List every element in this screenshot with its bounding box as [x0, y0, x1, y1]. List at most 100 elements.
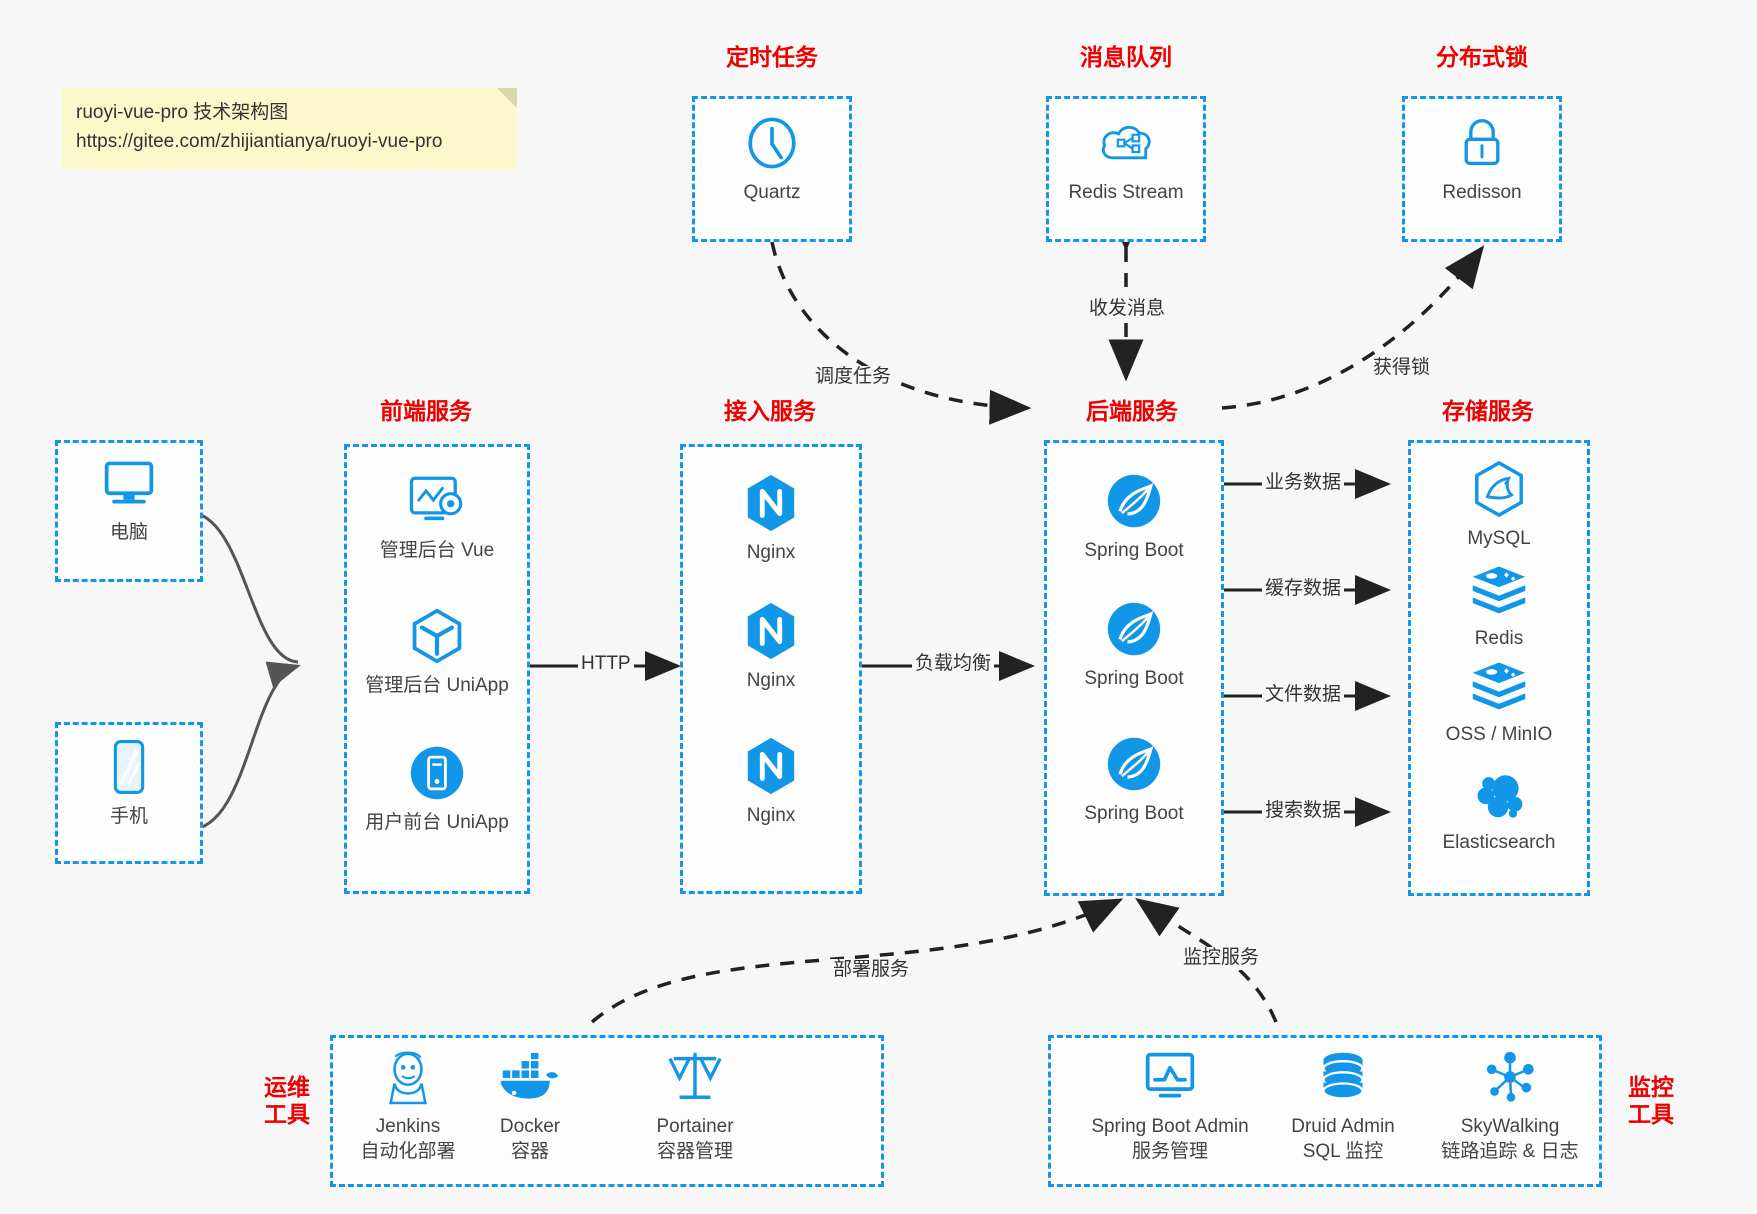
- edge-label-file-data: 文件数据: [1262, 684, 1345, 707]
- node-label: Spring Boot Admin: [1091, 1116, 1249, 1137]
- node-label: Nginx: [746, 805, 796, 826]
- smartphone-icon: [49, 736, 209, 798]
- node-redisson[interactable]: Redisson: [1402, 112, 1562, 205]
- node-spring-boot-3[interactable]: Spring Boot: [1054, 733, 1214, 826]
- node-label: 手机: [109, 806, 148, 827]
- node-label: Spring Boot: [1084, 668, 1184, 689]
- node-label: Druid Admin: [1291, 1116, 1395, 1137]
- cloud-stream-icon: [1046, 112, 1206, 174]
- note-url: https://gitee.com/zhijiantianya/ruoyi-vu…: [76, 131, 443, 153]
- nginx-icon: [691, 735, 851, 797]
- node-admin-vue[interactable]: 管理后台 Vue: [357, 470, 517, 563]
- group-box-mq: [1046, 96, 1206, 242]
- mobile-app-icon: [357, 742, 517, 804]
- node-label: Nginx: [746, 670, 796, 691]
- node-phone[interactable]: 手机: [49, 736, 209, 829]
- node-sublabel: 自动化部署: [360, 1141, 456, 1163]
- node-label: 用户前台 UniApp: [365, 812, 509, 833]
- node-jenkins[interactable]: Jenkins 自动化部署: [328, 1046, 488, 1164]
- node-sublabel: 容器: [510, 1141, 549, 1163]
- group-title-storage: 存储服务: [1442, 398, 1534, 424]
- group-title-monitor-line1: 监控: [1628, 1074, 1674, 1100]
- node-label: Docker: [499, 1116, 561, 1137]
- diagram-note: ruoyi-vue-pro 技术架构图 https://gitee.com/zh…: [62, 88, 517, 169]
- node-druid-admin[interactable]: Druid Admin SQL 监控: [1263, 1046, 1423, 1164]
- scales-icon: [615, 1046, 775, 1108]
- group-title-lock: 分布式锁: [1436, 44, 1528, 70]
- edge-label-load-balance: 负载均衡: [912, 653, 995, 676]
- node-mysql[interactable]: MySQL: [1419, 458, 1579, 551]
- node-user-uniapp[interactable]: 用户前台 UniApp: [357, 742, 517, 835]
- node-label: OSS / MinIO: [1445, 724, 1553, 745]
- node-label: Quartz: [743, 182, 801, 203]
- spring-boot-icon: [1054, 598, 1214, 660]
- node-skywalking[interactable]: SkyWalking 链路追踪 & 日志: [1420, 1046, 1600, 1164]
- edge-label-schedule-task: 调度任务: [812, 366, 895, 389]
- node-admin-uniapp[interactable]: 管理后台 UniApp: [357, 605, 517, 698]
- clock-icon: [692, 112, 852, 174]
- note-folded-corner: [497, 88, 517, 108]
- monitor-chart-icon: [1070, 1046, 1270, 1108]
- mysql-icon: [1419, 458, 1579, 520]
- node-label: Nginx: [746, 542, 796, 563]
- node-label: Redis Stream: [1068, 182, 1184, 203]
- node-spring-boot-2[interactable]: Spring Boot: [1054, 598, 1214, 691]
- redis-stack-icon: [1419, 558, 1579, 620]
- node-label: Jenkins: [375, 1116, 441, 1137]
- group-title-devops: 运维 工具: [248, 1074, 326, 1128]
- group-title-devops-line1: 运维: [264, 1074, 310, 1100]
- node-sublabel: 服务管理: [1131, 1141, 1208, 1163]
- node-label: 管理后台 Vue: [379, 540, 495, 561]
- node-label: Portainer: [656, 1116, 734, 1137]
- group-title-monitor: 监控 工具: [1612, 1074, 1690, 1128]
- jenkins-icon: [328, 1046, 488, 1108]
- spring-boot-icon: [1054, 733, 1214, 795]
- node-pc[interactable]: 电脑: [49, 452, 209, 545]
- spring-boot-icon: [1054, 470, 1214, 532]
- node-docker[interactable]: Docker 容器: [450, 1046, 610, 1164]
- node-portainer[interactable]: Portainer 容器管理: [615, 1046, 775, 1164]
- node-label: Elasticsearch: [1442, 832, 1556, 853]
- group-title-scheduler: 定时任务: [726, 44, 818, 70]
- node-nginx-3[interactable]: Nginx: [691, 735, 851, 828]
- node-label: Redis: [1474, 628, 1524, 649]
- node-nginx-2[interactable]: Nginx: [691, 600, 851, 693]
- skywalking-icon: [1420, 1046, 1600, 1108]
- nginx-icon: [691, 472, 851, 534]
- edge-label-acquire-lock: 获得锁: [1370, 357, 1434, 380]
- node-label: Redisson: [1442, 182, 1522, 203]
- node-label: 电脑: [109, 522, 148, 543]
- edge-label-send-receive-message: 收发消息: [1086, 298, 1169, 321]
- edge-label-cache-data: 缓存数据: [1262, 578, 1345, 601]
- group-box-pc: [55, 440, 203, 582]
- elasticsearch-icon: [1419, 762, 1579, 824]
- database-icon: [1263, 1046, 1423, 1108]
- desktop-icon: [49, 452, 209, 514]
- node-spring-boot-1[interactable]: Spring Boot: [1054, 470, 1214, 563]
- node-label: Spring Boot: [1084, 540, 1184, 561]
- node-spring-boot-admin[interactable]: Spring Boot Admin 服务管理: [1070, 1046, 1270, 1164]
- edge-label-deploy-service: 部署服务: [830, 959, 913, 982]
- oss-stack-icon: [1419, 654, 1579, 716]
- group-box-devops: [330, 1035, 884, 1187]
- node-label: 管理后台 UniApp: [365, 675, 509, 696]
- group-title-backend: 后端服务: [1086, 398, 1178, 424]
- node-nginx-1[interactable]: Nginx: [691, 472, 851, 565]
- node-sublabel: 链路追踪 & 日志: [1441, 1141, 1579, 1163]
- lock-icon: [1402, 112, 1562, 174]
- group-title-gateway: 接入服务: [724, 398, 816, 424]
- node-redis-stream[interactable]: Redis Stream: [1046, 112, 1206, 205]
- uniapp-cube-icon: [357, 605, 517, 667]
- group-title-frontend: 前端服务: [380, 398, 472, 424]
- node-label: MySQL: [1467, 528, 1531, 549]
- node-oss-minio[interactable]: OSS / MinIO: [1419, 654, 1579, 747]
- node-elasticsearch[interactable]: Elasticsearch: [1419, 762, 1579, 855]
- dashboard-gear-icon: [357, 470, 517, 532]
- node-sublabel: SQL 监控: [1302, 1141, 1384, 1163]
- group-title-mq: 消息队列: [1080, 44, 1172, 70]
- note-title: ruoyi-vue-pro 技术架构图: [76, 102, 289, 123]
- node-redis[interactable]: Redis: [1419, 558, 1579, 651]
- node-quartz[interactable]: Quartz: [692, 112, 852, 205]
- group-title-monitor-line2: 工具: [1628, 1101, 1674, 1128]
- edge-label-monitor-service: 监控服务: [1180, 947, 1263, 970]
